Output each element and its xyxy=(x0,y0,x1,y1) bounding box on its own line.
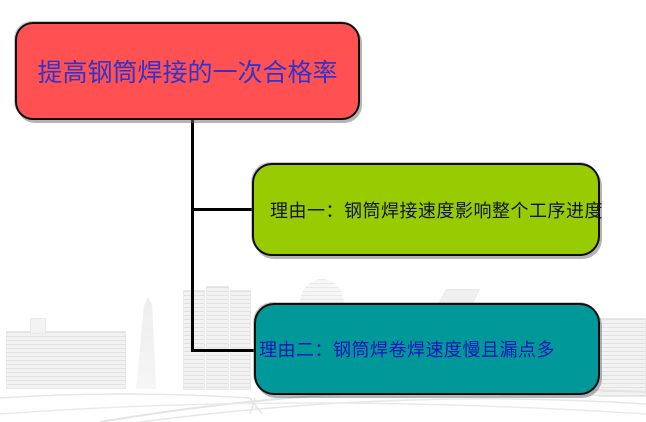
dome-structure xyxy=(300,279,344,303)
connector-branch-2 xyxy=(191,349,256,352)
root-node-label: 提高钢筒焊接的一次合格率 xyxy=(37,60,338,87)
tower-block-2 xyxy=(206,286,229,390)
building-right-cluster xyxy=(598,318,646,397)
connector-branch-1 xyxy=(191,208,254,211)
reason-2-node: 理由二：钢筒焊卷焊速度慢且漏点多 xyxy=(254,303,600,395)
building-left-annex xyxy=(30,318,46,334)
reason-2-label: 理由二：钢筒焊卷焊速度慢且漏点多 xyxy=(259,340,555,360)
reason-1-node: 理由一：钢筒焊接速度影响整个工序进度 xyxy=(252,163,603,256)
tower-spire xyxy=(136,297,157,389)
root-node: 提高钢筒焊接的一次合格率 xyxy=(15,22,360,120)
connector-trunk xyxy=(191,118,194,352)
tower-block-1 xyxy=(183,290,205,390)
building-left-lowrise xyxy=(6,331,126,389)
tower-block-3 xyxy=(230,290,251,390)
reason-1-label: 理由一：钢筒焊接速度影响整个工序进度 xyxy=(270,200,603,221)
